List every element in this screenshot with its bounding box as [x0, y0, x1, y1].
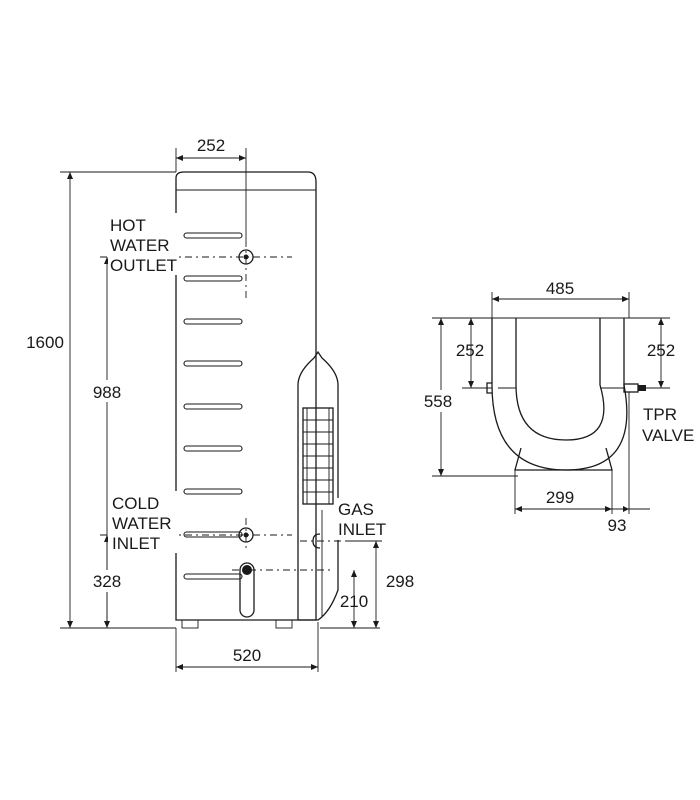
dim-overall-1600: 1600	[26, 171, 176, 629]
dim-label-93: 93	[608, 516, 627, 535]
dim-label-plan-left-252: 252	[456, 341, 484, 360]
svg-text:GAS: GAS	[338, 500, 374, 519]
dim-plan-93: 93	[608, 392, 650, 535]
vent-slots	[183, 232, 243, 580]
dim-top-252: 252	[175, 136, 247, 240]
svg-text:WATER: WATER	[110, 236, 170, 255]
plan-view	[486, 317, 646, 471]
dim-label-299: 299	[546, 488, 574, 507]
svg-text:INLET: INLET	[338, 520, 386, 539]
label-gas-inlet: GAS INLET	[336, 498, 386, 540]
svg-text:OUTLET: OUTLET	[110, 256, 177, 275]
dim-gas-298: 298	[345, 540, 414, 628]
dim-label-558: 558	[424, 392, 452, 411]
dim-gas-210: 210	[320, 570, 380, 629]
dim-plan-right-252: 252	[624, 317, 675, 389]
dim-plan-558: 558	[418, 317, 518, 477]
dim-plan-485: 485	[491, 279, 630, 318]
label-cold-water-inlet: COLD WATER INLET	[108, 491, 178, 553]
dim-hot-outlet-988: 988	[86, 257, 130, 628]
svg-text:HOT: HOT	[110, 216, 146, 235]
dim-cold-inlet-328: 328	[86, 535, 130, 628]
burner-grille	[302, 407, 334, 505]
dim-label-328: 328	[93, 572, 121, 591]
dim-label-988: 988	[93, 383, 121, 402]
gas-inlet-fitting	[300, 533, 345, 549]
svg-text:WATER: WATER	[112, 514, 172, 533]
label-hot-water-outlet: HOT WATER OUTLET	[108, 213, 178, 275]
svg-text:INLET: INLET	[112, 534, 160, 553]
svg-text:VALVE: VALVE	[642, 426, 694, 445]
hot-water-outlet-fitting	[100, 240, 292, 300]
cold-water-inlet-fitting	[100, 518, 292, 552]
dim-label-485: 485	[546, 279, 574, 298]
label-tpr-valve: TPR VALVE	[642, 405, 694, 445]
heater-body	[175, 171, 339, 629]
dim-label-298: 298	[386, 572, 414, 591]
dim-base-520: 520	[175, 622, 319, 672]
dim-label-plan-right-252: 252	[647, 341, 675, 360]
dim-label-top-252: 252	[197, 136, 225, 155]
svg-text:COLD: COLD	[112, 494, 159, 513]
dim-plan-left-252: 252	[456, 317, 492, 389]
drain-valve	[232, 562, 330, 618]
dim-plan-299: 299	[514, 470, 613, 514]
dim-label-1600: 1600	[26, 333, 64, 352]
svg-text:TPR: TPR	[643, 405, 677, 424]
dim-label-210: 210	[340, 592, 368, 611]
dim-label-520: 520	[233, 646, 261, 665]
